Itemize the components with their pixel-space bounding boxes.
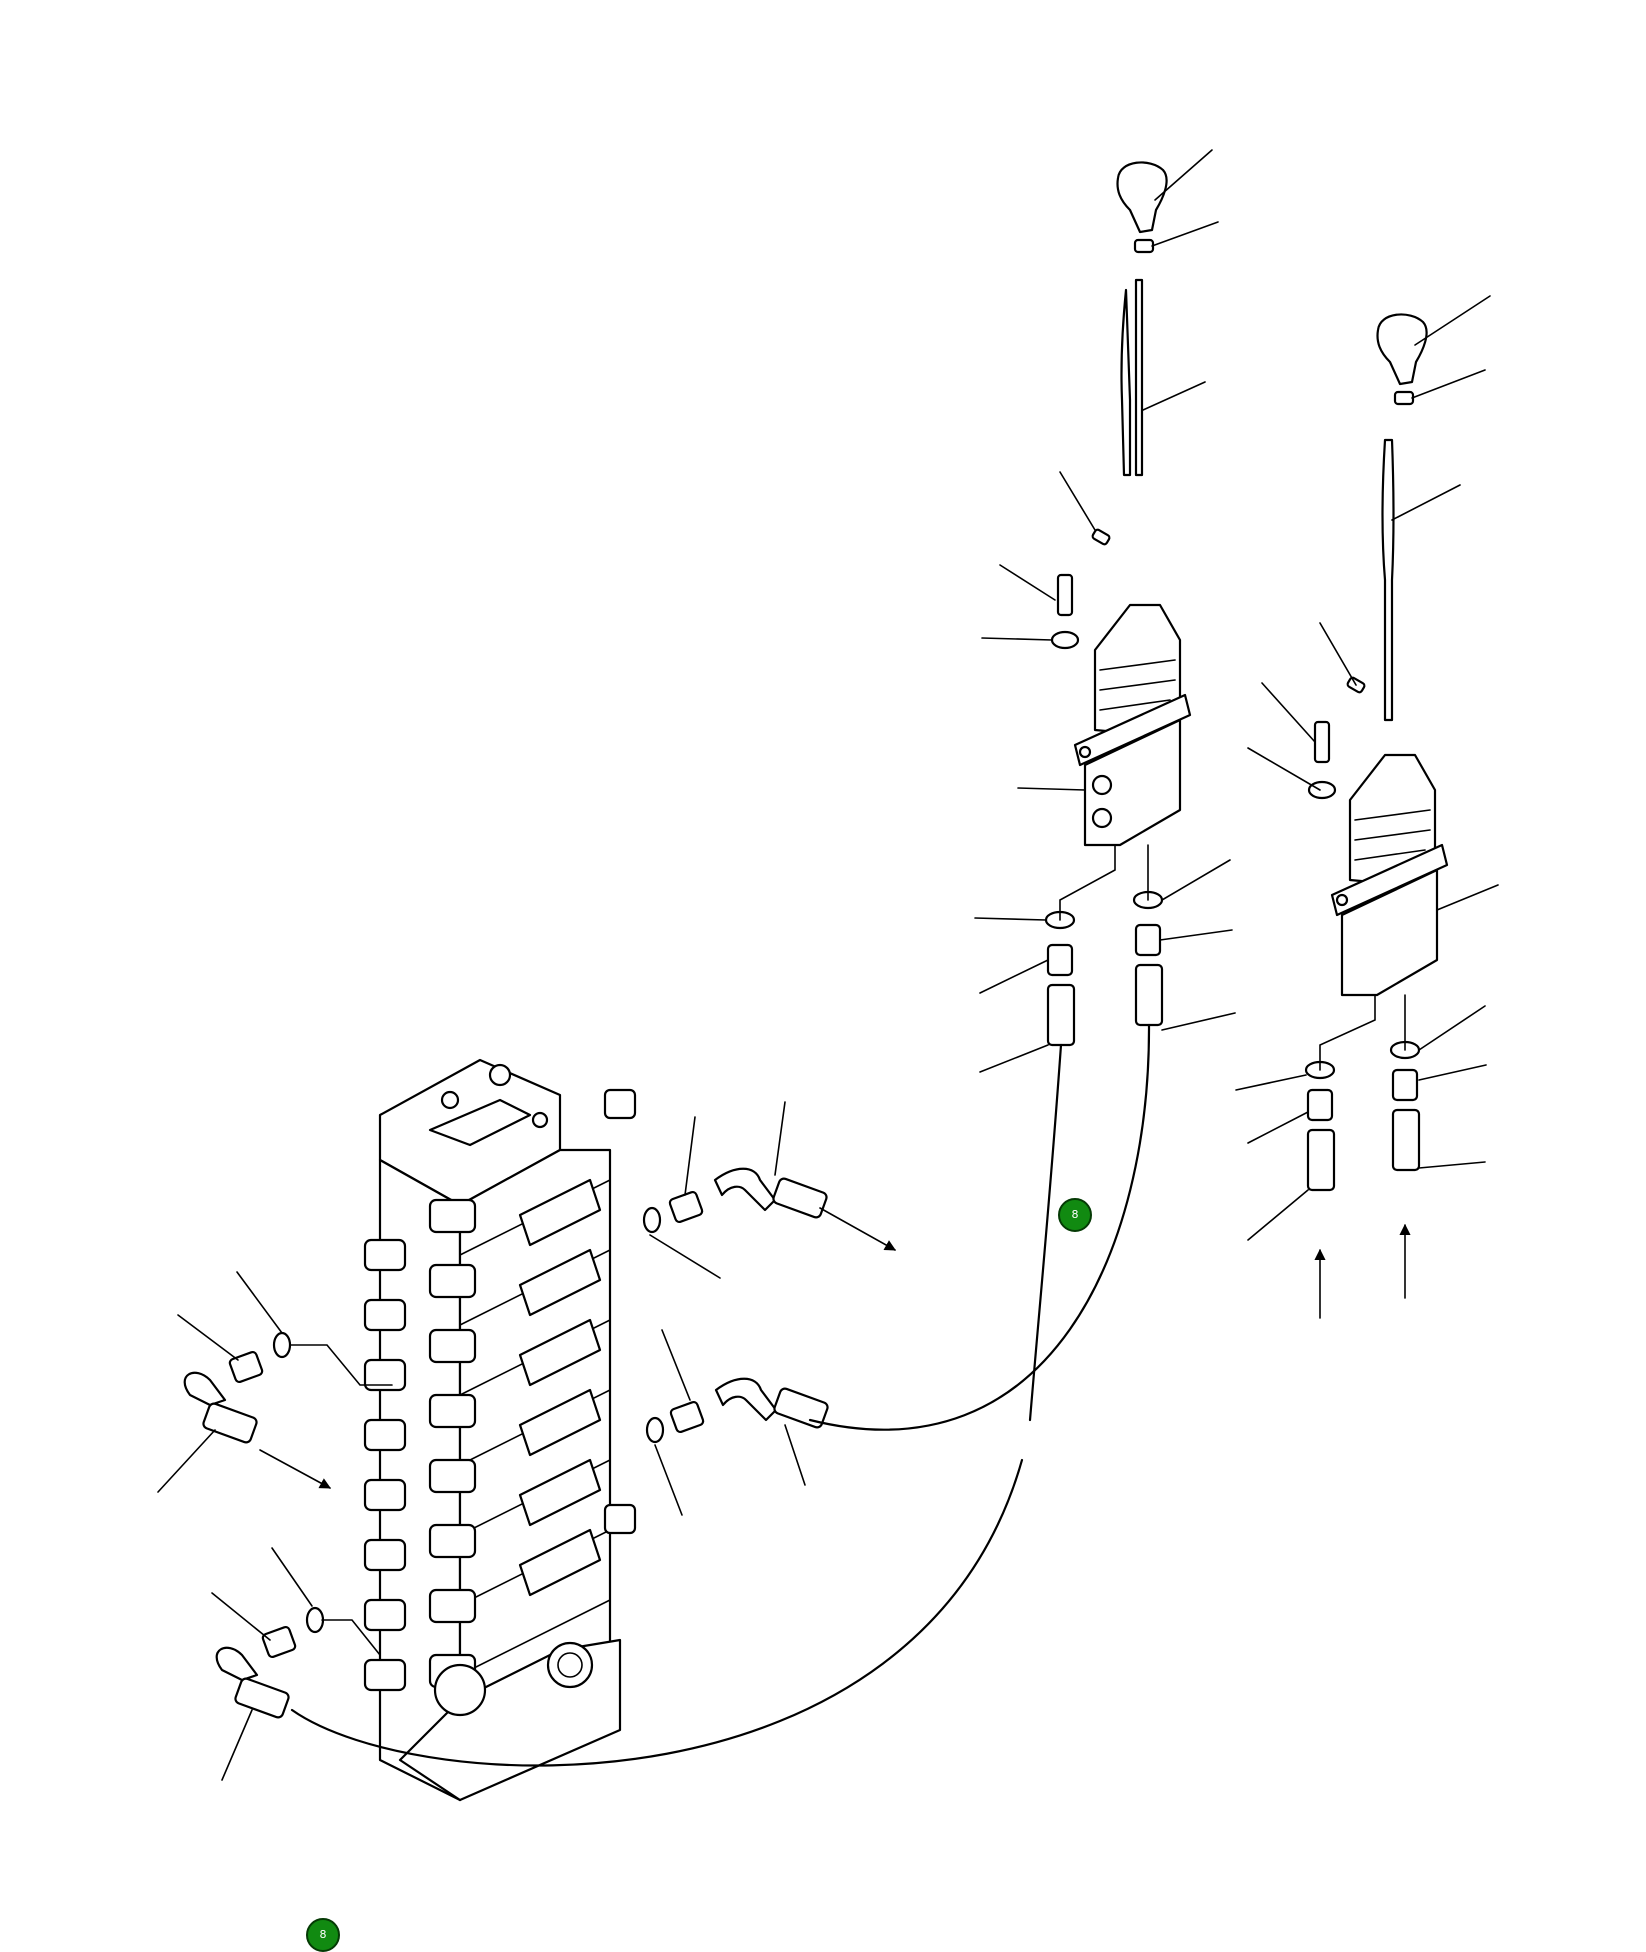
joystick-assembly-left: [1050, 161, 1192, 847]
spool-end-caps: [363, 1198, 477, 1692]
pilot-valve-body: [1340, 868, 1439, 997]
lever-pin: [1091, 528, 1111, 546]
joystick-left-fittings: [1044, 844, 1164, 1047]
lever-nut: [1393, 390, 1415, 406]
lever-rod: [1381, 438, 1395, 722]
lever-knob: [1116, 161, 1168, 234]
pilot-hoses: [290, 1023, 1151, 1767]
reference-callout-badge[interactable]: 8: [306, 1918, 340, 1952]
flow-direction-arrows: [259, 1207, 1411, 1489]
socket-bolt: [1056, 573, 1074, 617]
joystick-right-fittings: [1304, 994, 1421, 1192]
joystick-assembly-right: [1307, 313, 1449, 997]
lever-nut: [1133, 238, 1155, 254]
mounting-plate: [1073, 693, 1192, 767]
bolt-washer: [1050, 630, 1080, 650]
mounting-plate: [1330, 843, 1449, 917]
reference-callout-badge[interactable]: 8: [1058, 1198, 1092, 1232]
side-flanges: [518, 1178, 602, 1597]
main-control-valve-block: [363, 1058, 637, 1802]
rubber-boot: [1348, 753, 1437, 887]
callout-leader-lines: [157, 149, 1499, 1781]
lever-knob: [1376, 313, 1428, 386]
lever-rod: [1134, 278, 1144, 477]
socket-bolt: [1313, 720, 1331, 764]
bolt-washer: [1307, 780, 1337, 800]
